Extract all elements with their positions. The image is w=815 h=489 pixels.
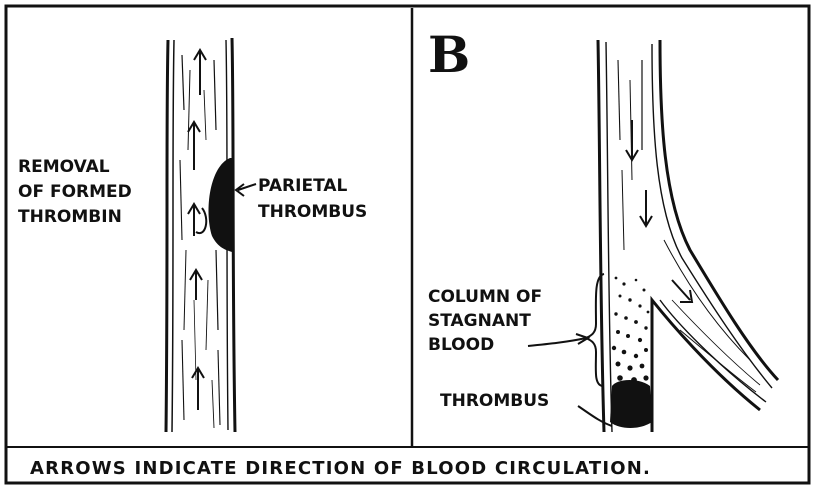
parietal-label-line1: PARIETAL xyxy=(258,176,348,196)
parietal-pointer-arrow xyxy=(236,184,256,196)
thrombus-label: THROMBUS xyxy=(440,391,549,411)
panel-a: REMOVAL OF FORMED THROMBIN PARIETAL THRO… xyxy=(18,38,367,432)
removal-label-line3: THROMBIN xyxy=(18,207,122,227)
parietal-thrombus-shape xyxy=(209,158,232,252)
arrow-up-icon xyxy=(192,368,204,410)
arrow-up-icon xyxy=(188,204,200,236)
flow-arrows-a xyxy=(188,50,206,410)
column-label-line3: BLOOD xyxy=(428,335,494,355)
stagnant-blood-column xyxy=(612,277,650,383)
arrow-down-icon xyxy=(626,120,638,160)
thrombus-shape xyxy=(610,380,652,428)
parietal-label-line2: THROMBUS xyxy=(258,202,367,222)
arrow-up-icon xyxy=(190,270,202,300)
column-label-line1: COLUMN OF xyxy=(428,287,542,307)
arrow-down-icon xyxy=(640,190,652,226)
panel-b: B xyxy=(428,25,778,432)
blood-pointer-arrow xyxy=(528,334,588,346)
removal-label-line1: REMOVAL xyxy=(18,157,110,177)
panel-b-letter: B xyxy=(428,25,470,84)
column-label-line2: STAGNANT xyxy=(428,311,531,331)
arrow-up-icon xyxy=(188,122,200,170)
flow-arrows-b xyxy=(626,120,692,302)
vessel-b xyxy=(598,40,778,432)
thrombus-pointer-line xyxy=(578,406,612,426)
arrow-up-icon xyxy=(194,50,206,95)
removal-label-line2: OF FORMED xyxy=(18,182,132,202)
caption: ARROWS INDICATE DIRECTION OF BLOOD CIRCU… xyxy=(30,458,651,479)
